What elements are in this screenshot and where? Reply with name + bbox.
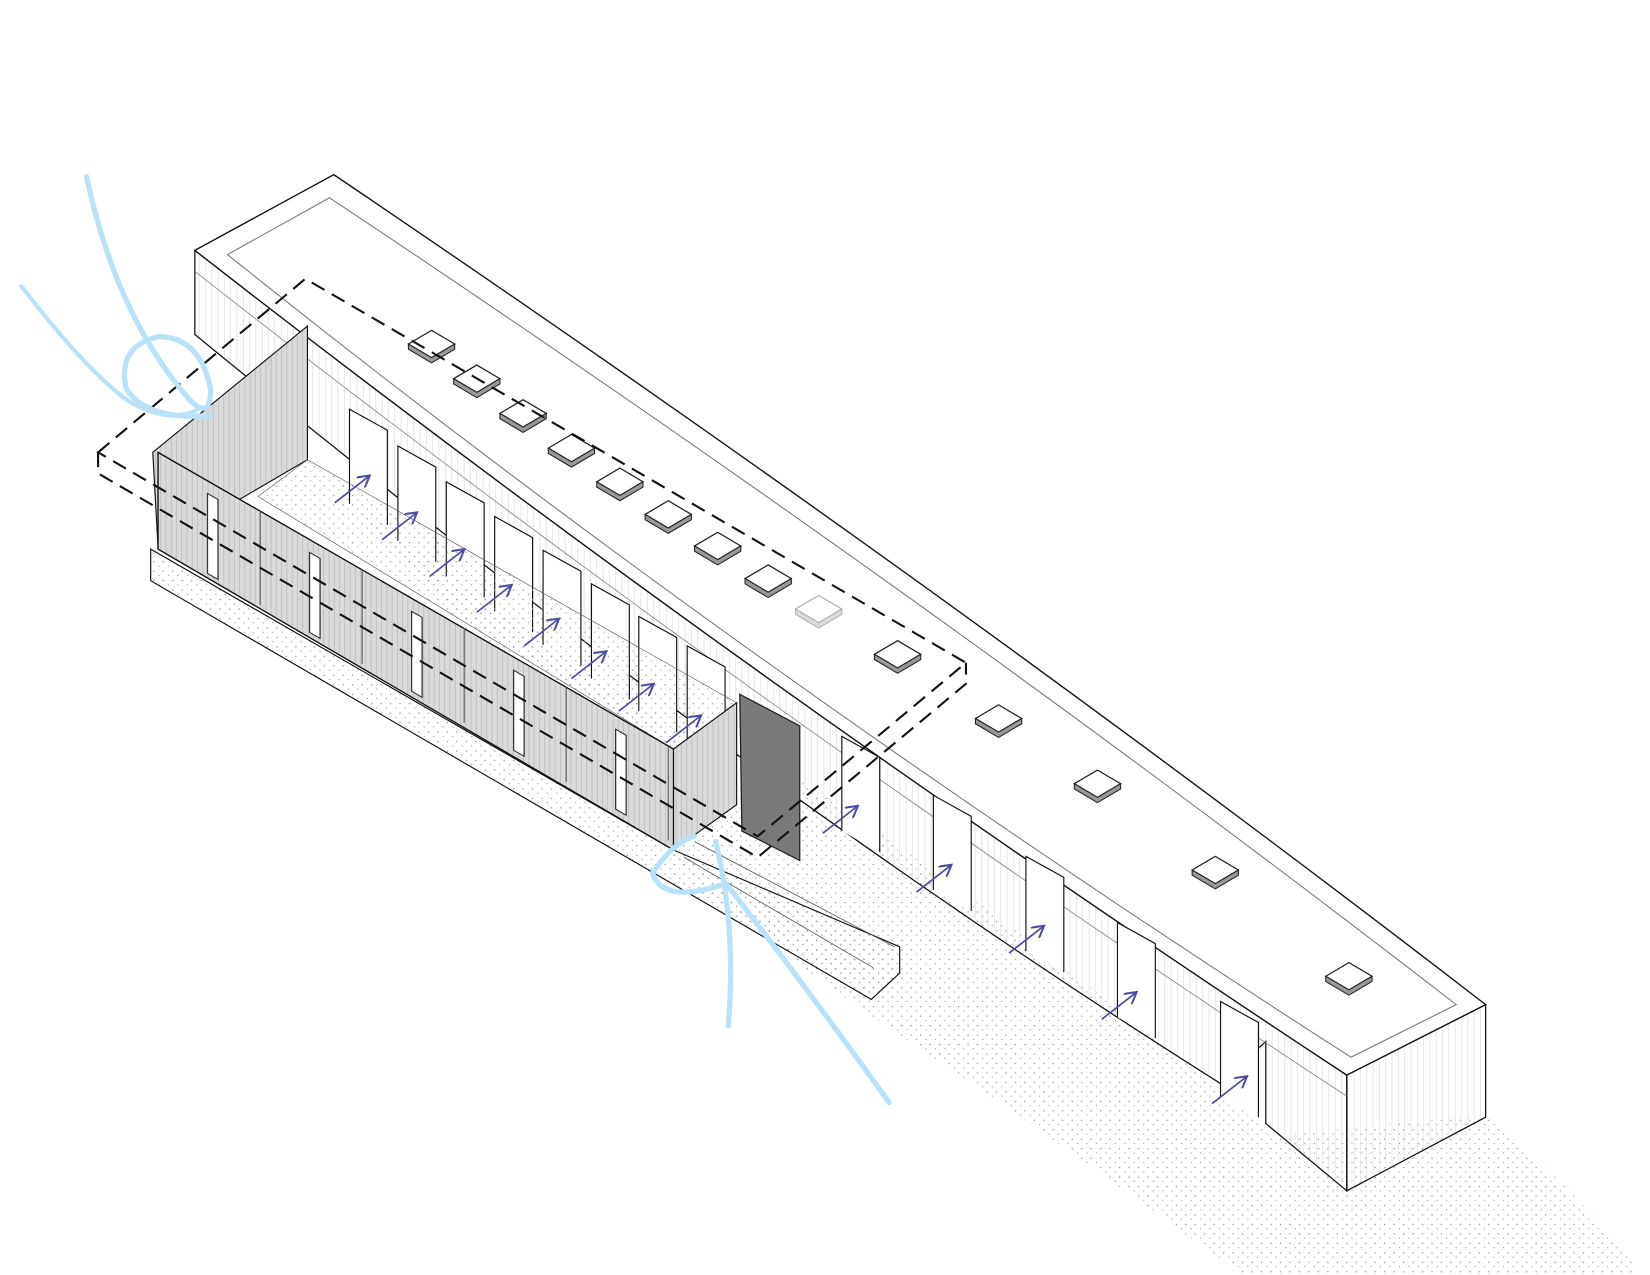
wall-slot-window [615,728,627,817]
building-roof [193,173,1487,1076]
ventilation-arrow [916,866,951,893]
skylight [498,399,548,433]
door-opening [1025,855,1065,973]
dashed-volume-bottom [97,452,968,859]
airflow-curve [649,833,892,1106]
wall-slot-window [410,610,423,699]
skylight [1073,769,1122,804]
door-opening [1116,921,1156,1039]
airflow-curve [19,284,203,418]
ventilation-arrow [428,550,463,578]
roof-parapet-inner [226,197,1458,1058]
skylight [974,704,1023,739]
skylight [643,500,693,534]
dashed-volume-top [96,277,968,838]
ventilation-arrow [618,685,653,712]
ventilation-arrow [381,513,416,541]
skylight [407,329,456,364]
screen-wall-end [672,701,738,852]
dark-pivot-panel [739,693,801,862]
ventilation-arrow [476,586,511,613]
plinth-channel [683,841,895,969]
ventilation-arrow [1211,1077,1246,1105]
airflow-curve [712,838,734,1029]
door-opening [932,794,972,912]
skylight [743,564,793,599]
ventilation-arrow [822,807,857,834]
wall-slot-window [308,551,321,640]
skylight [1324,961,1374,996]
skylight [873,639,922,674]
airflow-curves [19,174,892,1106]
ventilation-arrow [570,652,605,680]
ventilation-arrow [523,620,558,647]
wall-slot-window [512,669,525,758]
door-opening [841,735,881,853]
door-opening [1219,1000,1259,1118]
ventilation-arrow [334,477,369,504]
skylight [1190,855,1240,890]
ground-stipple [315,462,1642,1275]
ventilation-arrow [665,716,700,744]
skylight [693,531,743,566]
roof-fascia [194,271,1348,1097]
wall-slot-window [206,492,219,581]
ventilation-arrow [1008,927,1043,954]
airflow-curve [83,174,214,419]
skylight [595,467,645,502]
ventilation-arrow [1101,993,1136,1021]
skylight [794,594,844,629]
